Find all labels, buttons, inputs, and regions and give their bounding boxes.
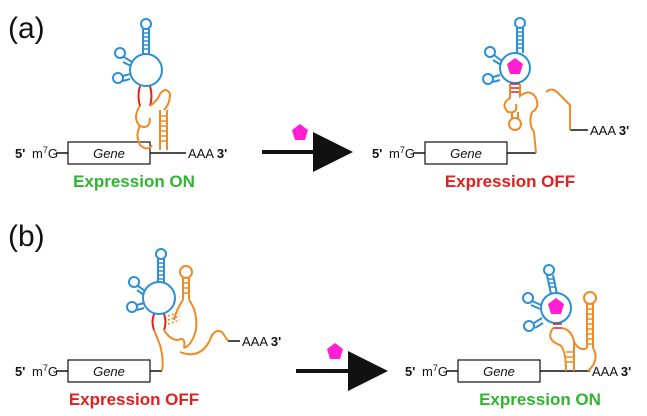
aptamer-structure: [126, 248, 176, 315]
panel-a-left-mrna: 5' m7G Gene AAA 3': [15, 141, 227, 165]
antiterminator-pairing: [137, 85, 153, 107]
ligand-icon: [507, 58, 523, 74]
gene-label: Gene: [93, 146, 125, 161]
status-expression-off: Expression OFF: [69, 390, 199, 409]
polya-tail-label: AAA 3': [188, 146, 227, 161]
gene-label: Gene: [93, 364, 125, 379]
expression-platform: [135, 89, 172, 150]
ligand-arrow-a: [262, 124, 353, 172]
polya-tail-label: AAA 3': [592, 364, 631, 379]
p1-helix-red: [510, 83, 520, 93]
cap-label: m7G: [389, 145, 415, 161]
polya-tail-label: AAA 3': [242, 334, 281, 349]
cap-label: m7G: [32, 145, 58, 161]
terminator-hairpin: [503, 84, 571, 154]
five-prime-label: 5': [372, 146, 382, 161]
gene-label: Gene: [450, 146, 482, 161]
aptamer-bound: [522, 264, 572, 332]
ligand-icon: [327, 343, 343, 359]
polya-tail-label: AAA 3': [590, 123, 629, 138]
panel-b-right-mrna: 5' m7G Gene AAA 3': [405, 359, 631, 383]
status-expression-on: Expression ON: [73, 172, 195, 191]
status-expression-off: Expression OFF: [445, 172, 575, 191]
panel-b-left-mrna: 5' m7G Gene AAA 3': [15, 334, 281, 383]
panel-b-label: (b): [8, 220, 45, 253]
ligand-arrow-b: [296, 343, 388, 391]
status-expression-on: Expression ON: [479, 390, 601, 409]
aptamer-structure: [112, 18, 163, 87]
terminator-hairpin: [549, 291, 597, 372]
panel-a-right-mrna: 5' m7G Gene AAA 3': [372, 123, 629, 165]
five-prime-label: 5': [15, 364, 25, 379]
panel-a-label: (a): [8, 12, 45, 45]
ligand-icon: [548, 298, 564, 314]
aptamer-stem-red: [151, 313, 167, 331]
cap-label: m7G: [422, 363, 448, 379]
gene-label: Gene: [483, 364, 515, 379]
five-prime-label: 5': [15, 146, 25, 161]
ligand-icon: [292, 124, 308, 140]
antiterminator-hairpin: [153, 265, 229, 372]
cap-label: m7G: [32, 363, 58, 379]
p1-helix-red: [553, 323, 562, 329]
aptamer-bound: [482, 17, 531, 85]
five-prime-label: 5': [405, 364, 415, 379]
